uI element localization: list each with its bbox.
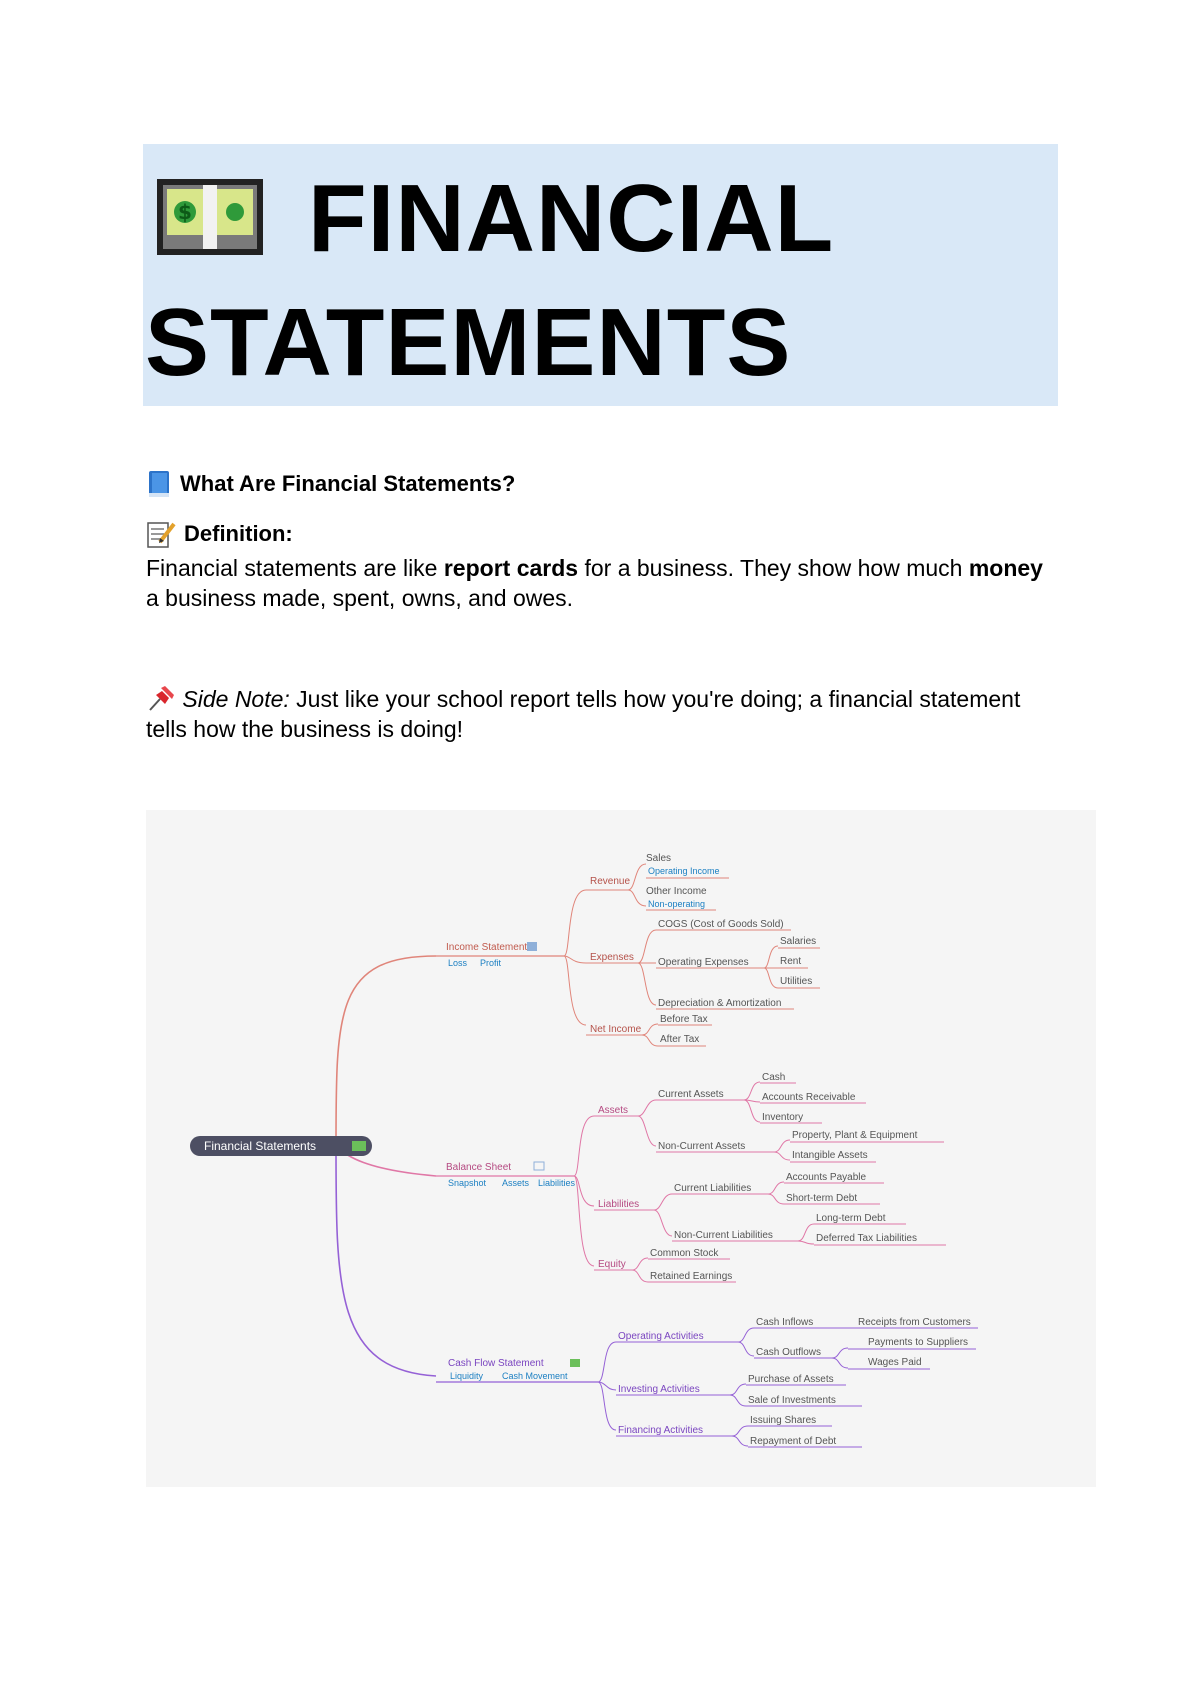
svg-text:Cash: Cash <box>762 1072 785 1083</box>
bold-report-cards: report cards <box>443 555 579 581</box>
definition-paragraph: Financial statements are like report car… <box>146 555 1043 611</box>
svg-text:Deferred Tax Liabilities: Deferred Tax Liabilities <box>816 1233 917 1244</box>
svg-text:Assets: Assets <box>598 1105 628 1116</box>
svg-text:Accounts Payable: Accounts Payable <box>786 1172 866 1183</box>
svg-text:Operating Activities: Operating Activities <box>618 1331 704 1342</box>
blue-book-icon <box>149 471 169 497</box>
svg-text:Profit: Profit <box>480 958 502 968</box>
svg-text:Intangible Assets: Intangible Assets <box>792 1150 868 1161</box>
svg-text:Investing Activities: Investing Activities <box>618 1384 700 1395</box>
svg-text:Equity: Equity <box>598 1259 626 1270</box>
svg-text:Current Liabilities: Current Liabilities <box>674 1183 751 1194</box>
node-balance: Balance Sheet <box>446 1162 511 1173</box>
svg-text:Non-Current Liabilities: Non-Current Liabilities <box>674 1230 773 1241</box>
svg-text:Wages Paid: Wages Paid <box>868 1357 922 1368</box>
bold-money: money <box>968 555 1043 581</box>
svg-text:Rent: Rent <box>780 956 801 967</box>
svg-text:Liabilities: Liabilities <box>598 1199 639 1210</box>
svg-text:Depreciation & Amortization: Depreciation & Amortization <box>658 998 781 1009</box>
svg-text:Liquidity: Liquidity <box>450 1371 484 1381</box>
definition-heading: Definition: <box>146 520 293 548</box>
svg-text:Other Income: Other Income <box>646 886 707 897</box>
svg-text:Long-term Debt: Long-term Debt <box>816 1213 886 1224</box>
income-branch: Income Statement Loss Profit Revenue Sal… <box>436 853 820 1047</box>
page-title-line2: STATEMENTS <box>145 289 792 396</box>
svg-text:Cash Movement: Cash Movement <box>502 1371 568 1381</box>
page-title-line1: FINANCIAL <box>308 165 835 272</box>
svg-text:Accounts Receivable: Accounts Receivable <box>762 1092 856 1103</box>
node-income: Income Statement <box>446 942 527 953</box>
svg-text:Common Stock: Common Stock <box>650 1248 719 1259</box>
svg-text:Sale of Investments: Sale of Investments <box>748 1395 836 1406</box>
money-bill-icon: $ <box>157 179 263 255</box>
balance-branch: Balance Sheet Snapshot Assets Liabilitie… <box>436 1072 946 1283</box>
svg-text:Repayment of Debt: Repayment of Debt <box>750 1436 836 1447</box>
svg-text:Short-term Debt: Short-term Debt <box>786 1193 857 1204</box>
svg-text:Issuing Shares: Issuing Shares <box>750 1415 816 1426</box>
svg-text:Payments to Suppliers: Payments to Suppliers <box>868 1337 968 1348</box>
svg-text:Net Income: Net Income <box>590 1024 642 1035</box>
section-heading: What Are Financial Statements? <box>146 470 515 498</box>
svg-text:COGS (Cost of Goods Sold): COGS (Cost of Goods Sold) <box>658 919 784 930</box>
pushpin-icon <box>149 686 174 711</box>
memo-icon <box>147 522 176 548</box>
svg-text:Cash Outflows: Cash Outflows <box>756 1347 821 1358</box>
mind-map: Financial Statements Income Statement Lo… <box>190 853 978 1448</box>
root-node <box>190 1136 372 1156</box>
node-cashflow: Cash Flow Statement <box>448 1358 544 1369</box>
svg-text:Purchase of Assets: Purchase of Assets <box>748 1374 834 1385</box>
svg-text:After Tax: After Tax <box>660 1034 699 1045</box>
svg-text:Sales: Sales <box>646 853 671 864</box>
svg-text:Utilities: Utilities <box>780 976 812 987</box>
svg-text:Retained Earnings: Retained Earnings <box>650 1271 732 1282</box>
definition-label: Definition: <box>184 521 293 546</box>
side-note-paragraph: Side Note: Just like your school report … <box>146 686 1021 742</box>
svg-text:Expenses: Expenses <box>590 952 634 963</box>
svg-text:Property, Plant & Equipment: Property, Plant & Equipment <box>792 1130 918 1141</box>
svg-text:Inventory: Inventory <box>762 1112 803 1123</box>
svg-text:Non-operating: Non-operating <box>648 899 705 909</box>
cashflow-branch: Cash Flow Statement Liquidity Cash Movem… <box>436 1317 978 1448</box>
svg-text:Revenue: Revenue <box>590 876 630 887</box>
svg-text:Snapshot: Snapshot <box>448 1178 487 1188</box>
svg-text:Financing Activities: Financing Activities <box>618 1425 703 1436</box>
heading-text: What Are Financial Statements? <box>180 471 516 496</box>
svg-text:Operating Expenses: Operating Expenses <box>658 957 749 968</box>
root-label: Financial Statements <box>204 1139 316 1153</box>
svg-text:Non-Current Assets: Non-Current Assets <box>658 1141 745 1152</box>
svg-text:Current Assets: Current Assets <box>658 1089 724 1100</box>
svg-text:Liabilities: Liabilities <box>538 1178 576 1188</box>
title-banner: $ FINANCIAL STATEMENTS <box>143 144 1058 406</box>
svg-text:Salaries: Salaries <box>780 936 816 947</box>
svg-text:Cash Inflows: Cash Inflows <box>756 1317 813 1328</box>
side-note-label: Side Note: <box>182 686 290 712</box>
svg-text:Operating Income: Operating Income <box>648 866 720 876</box>
svg-text:Assets: Assets <box>502 1178 530 1188</box>
svg-text:Loss: Loss <box>448 958 468 968</box>
mind-map-image: Financial Statements Income Statement Lo… <box>146 810 1096 1487</box>
svg-text:Before Tax: Before Tax <box>660 1014 708 1025</box>
svg-text:$: $ <box>178 200 192 224</box>
svg-text:Receipts from Customers: Receipts from Customers <box>858 1317 971 1328</box>
